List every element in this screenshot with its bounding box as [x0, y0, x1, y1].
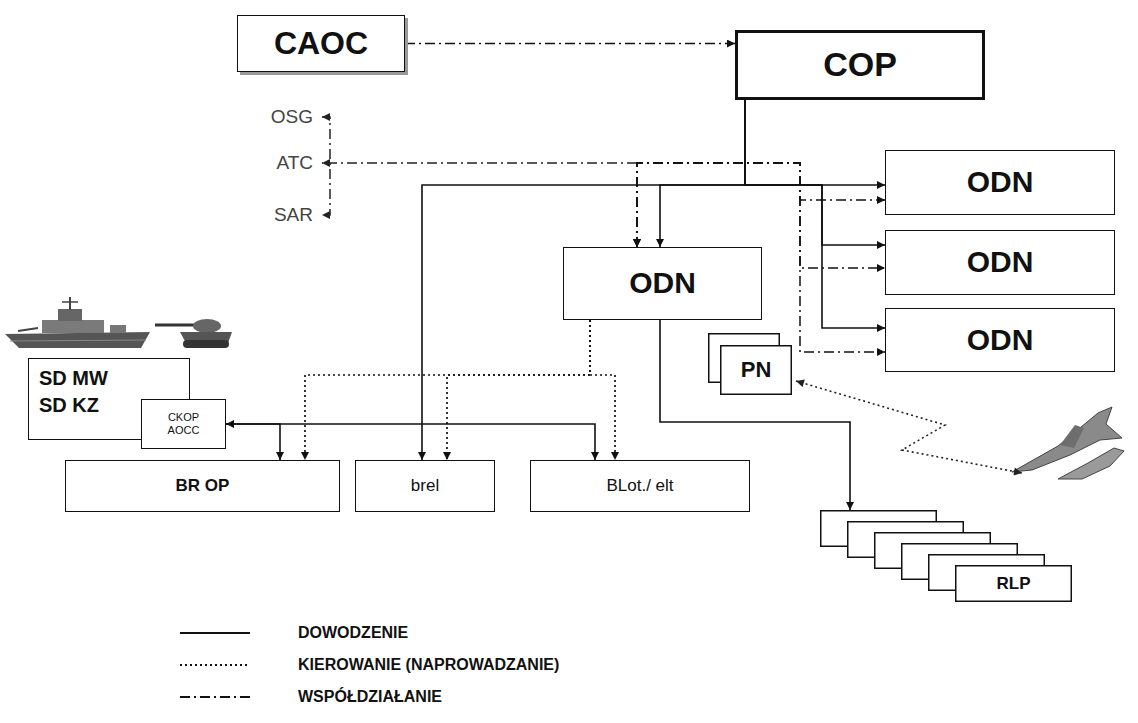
ship-deck-line	[10, 340, 146, 341]
stacked-box: RLP	[820, 510, 1072, 602]
ship-yard	[62, 301, 78, 303]
node-text: PN	[741, 357, 772, 382]
connector	[405, 43, 735, 45]
connector	[637, 163, 885, 247]
text-area: COP	[738, 33, 982, 97]
ship-mast	[69, 297, 71, 310]
tank-gun	[155, 324, 196, 327]
connector	[305, 320, 590, 460]
unit-box: SD MWSD KZCKOPAOCC	[28, 358, 190, 440]
tank-track	[183, 340, 229, 348]
aircraft-illustration	[1012, 407, 1124, 479]
connector	[745, 100, 885, 185]
connector	[745, 100, 885, 245]
unit-box: ODN	[885, 150, 1115, 215]
node-text: BLot./ elt	[606, 476, 673, 496]
unit-box: ODN	[563, 247, 762, 320]
node-text: COP	[823, 45, 897, 84]
brigade-box: BR OP	[65, 460, 340, 512]
node-text: BR OP	[176, 476, 230, 496]
stack-sheet	[721, 346, 792, 395]
node-text: AOCC	[168, 424, 200, 437]
node-text: RLP	[997, 574, 1031, 594]
node-text: ODN	[629, 266, 696, 301]
service-label: ATC	[276, 152, 313, 174]
node-text: SD KZ	[39, 394, 99, 417]
ship-illustration	[5, 297, 150, 348]
cooperation-line	[322, 162, 637, 164]
text-area: CAOC	[238, 16, 404, 71]
connector	[660, 100, 745, 247]
text-area: BLot./ elt	[531, 461, 749, 511]
text-area: ODN	[886, 231, 1114, 294]
ship-turret	[110, 325, 126, 333]
jet-wing	[1060, 425, 1084, 448]
node-text: SD MW	[39, 367, 108, 390]
legend-sample	[180, 664, 250, 666]
text-area: RLP	[955, 565, 1072, 602]
node-text: ODN	[967, 165, 1034, 200]
node-text: CKOP	[168, 411, 199, 424]
text-area: ODN	[886, 151, 1114, 214]
text-area: CKOPAOCC	[142, 400, 225, 448]
command-box: COP	[735, 30, 985, 100]
tank-turret	[193, 319, 221, 333]
text-area: PN	[720, 345, 792, 395]
ship-bridge	[58, 309, 82, 321]
connector	[447, 320, 590, 460]
connector	[590, 320, 615, 460]
node-text: ODN	[967, 323, 1034, 358]
text-area: brel	[356, 461, 494, 511]
service-label: SAR	[274, 204, 313, 226]
guidance-link	[796, 381, 1022, 473]
center-box: CKOPAOCC	[141, 399, 226, 449]
text-area: BR OP	[66, 461, 339, 511]
legend-text: DOWODZENIE	[298, 624, 408, 642]
brigade-box: BLot./ elt	[530, 460, 750, 512]
connectors	[226, 44, 885, 511]
ship-gun	[18, 328, 38, 331]
jet-small	[1058, 448, 1124, 479]
unit-box: ODN	[885, 230, 1115, 295]
stacked-box: PN	[708, 333, 792, 395]
command-box: CAOC	[237, 15, 405, 72]
unit-box: ODN	[885, 308, 1115, 372]
service-label: OSG	[271, 106, 313, 128]
node-text: CAOC	[274, 25, 368, 62]
legend-text: KIEROWANIE (NAPROWADZANIE)	[298, 656, 559, 674]
connector	[745, 100, 885, 328]
connector	[226, 424, 595, 460]
text-area: ODN	[564, 248, 761, 319]
legend-samples	[180, 633, 250, 697]
legend-sample	[180, 696, 250, 698]
cooperation-bracket	[322, 117, 330, 215]
ship-hull	[5, 332, 150, 348]
brigade-box: brel	[355, 460, 495, 512]
stack-sheet	[956, 566, 1072, 602]
stack-outline	[820, 510, 1072, 602]
legend-sample	[180, 632, 250, 634]
ship-deckhouse	[42, 320, 104, 333]
connector	[226, 424, 280, 460]
legend-text: WSPÓŁDZIAŁANIE	[298, 688, 442, 706]
tank-illustration	[155, 319, 232, 348]
node-text: ODN	[967, 245, 1034, 280]
text-area: ODN	[886, 309, 1114, 371]
node-text: brel	[411, 476, 439, 496]
stack-sheet	[709, 334, 780, 383]
